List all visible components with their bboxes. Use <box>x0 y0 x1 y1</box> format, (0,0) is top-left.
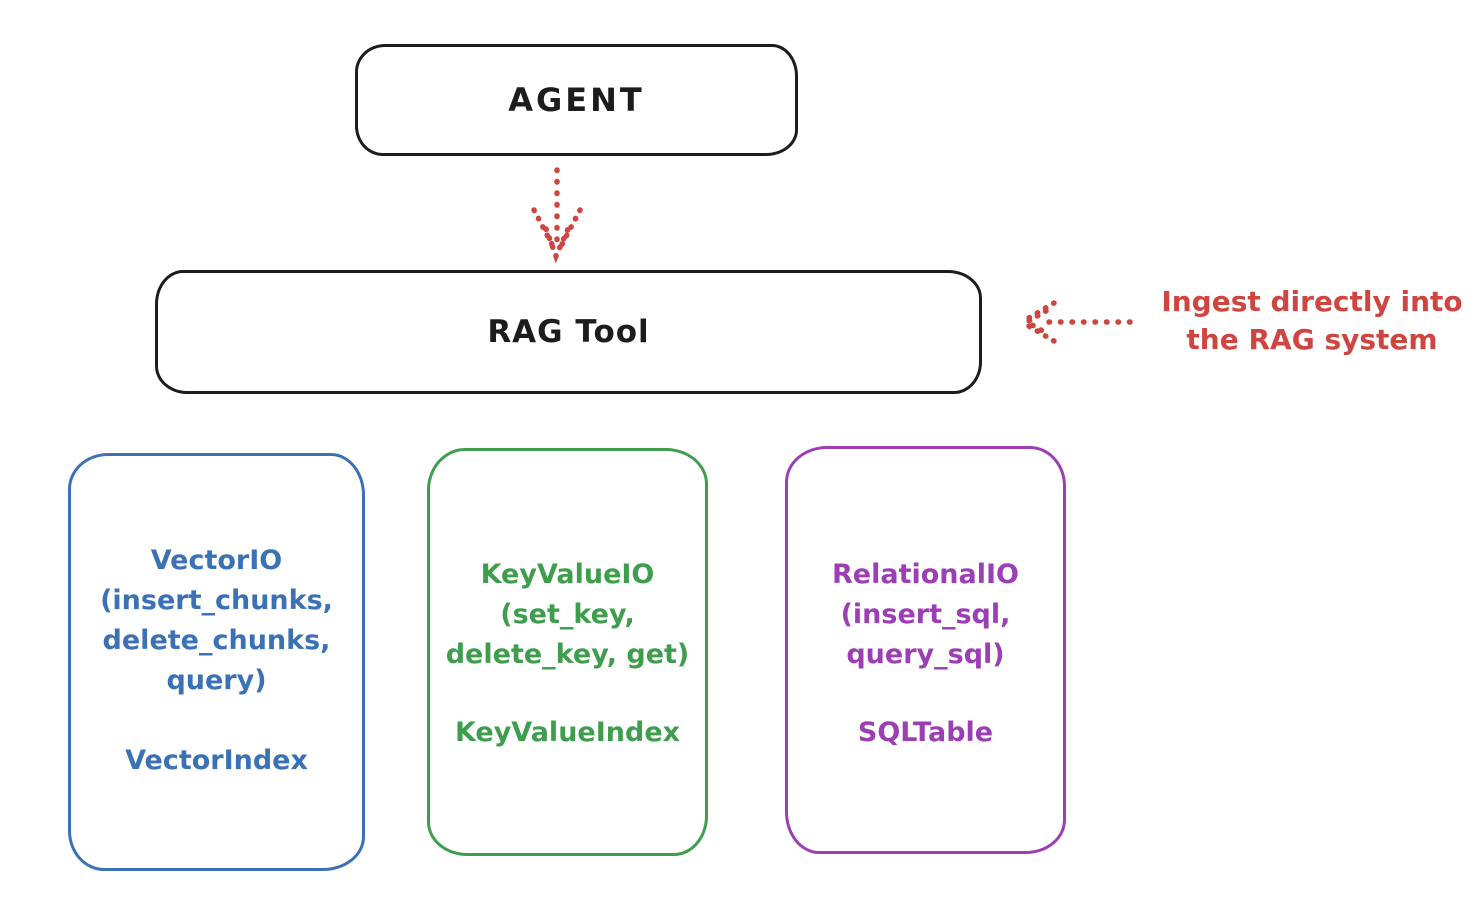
vector-io-param-line: query) <box>166 665 267 696</box>
agent-label: AGENT <box>508 81 645 119</box>
relational-io-text: RelationalIO (insert_sql, query_sql) <box>832 449 1019 675</box>
annotation-line-1: Ingest directly into <box>1161 285 1463 318</box>
agent-to-rag-arrowhead-right <box>555 207 583 255</box>
rag-tool-node: RAG Tool <box>155 270 982 394</box>
annotation-arrowhead-bottom <box>1019 319 1057 344</box>
relational-io-param-line: (insert_sql, <box>840 599 1011 630</box>
vector-io-box: VectorIO (insert_chunks, delete_chunks, … <box>68 453 365 871</box>
keyvalue-io-box: KeyValueIO (set_key, delete_key, get) Ke… <box>427 448 708 856</box>
relational-io-title: RelationalIO <box>832 559 1019 590</box>
agent-to-rag-arrow <box>531 167 583 264</box>
keyvalue-io-text: KeyValueIO (set_key, delete_key, get) <box>446 451 690 675</box>
agent-to-rag-arrowhead-inner <box>543 226 571 264</box>
annotation-arrowhead-inner <box>1021 308 1049 336</box>
relational-io-box: RelationalIO (insert_sql, query_sql) SQL… <box>785 446 1066 854</box>
annotation-text: Ingest directly into the RAG system <box>1140 283 1484 359</box>
vector-io-title: VectorIO <box>150 545 283 576</box>
sql-table-label: SQLTable <box>857 717 994 748</box>
keyvalue-index-label: KeyValueIndex <box>454 717 681 748</box>
keyvalue-io-title: KeyValueIO <box>480 559 655 590</box>
vector-io-param-line: delete_chunks, <box>102 625 331 656</box>
keyvalue-io-param-line: (set_key, <box>500 599 635 630</box>
vector-index-label: VectorIndex <box>125 745 308 776</box>
keyvalue-io-param-line: delete_key, get) <box>445 639 690 670</box>
annotation-arrow <box>1019 300 1133 344</box>
rag-tool-label: RAG Tool <box>487 314 650 350</box>
agent-node: AGENT <box>355 44 798 156</box>
agent-to-rag-arrowhead-left <box>531 207 559 255</box>
annotation-line-2: the RAG system <box>1186 323 1438 356</box>
vector-io-param-line: (insert_chunks, <box>100 585 333 616</box>
relational-io-param-line: query_sql) <box>846 639 1005 670</box>
vector-io-text: VectorIO (insert_chunks, delete_chunks, … <box>100 456 333 701</box>
annotation-arrowhead-top <box>1019 300 1057 325</box>
